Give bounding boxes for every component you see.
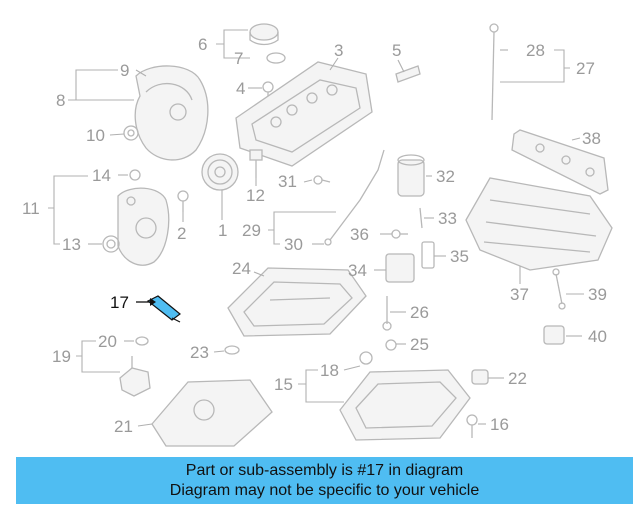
label-6: 6 [198, 35, 207, 54]
label-37: 37 [510, 285, 529, 304]
part-number-labels: 6 7 9 8 10 3 4 5 28 27 38 14 11 13 12 2 … [22, 35, 607, 436]
label-26: 26 [410, 303, 429, 322]
exploded-parts-diagram: 6 7 9 8 10 3 4 5 28 27 38 14 11 13 12 2 … [22, 23, 613, 447]
label-31: 31 [278, 172, 297, 191]
label-39: 39 [588, 285, 607, 304]
label-14: 14 [92, 166, 111, 185]
label-40: 40 [588, 327, 607, 346]
label-33: 33 [438, 209, 457, 228]
label-13: 13 [62, 235, 81, 254]
caption-line-2: Diagram may not be specific to your vehi… [169, 482, 480, 499]
label-38: 38 [582, 129, 601, 148]
label-10: 10 [86, 126, 105, 145]
label-15: 15 [274, 375, 293, 394]
label-21: 21 [114, 417, 133, 436]
label-18: 18 [320, 361, 339, 380]
label-29: 29 [242, 221, 261, 240]
label-20: 20 [98, 332, 117, 351]
label-32: 32 [436, 167, 455, 186]
label-1: 1 [218, 221, 227, 240]
label-36: 36 [350, 225, 369, 244]
label-25: 25 [410, 335, 429, 354]
leader-lines [48, 29, 584, 427]
label-27: 27 [576, 59, 595, 78]
label-4: 4 [236, 79, 245, 98]
label-16: 16 [490, 415, 509, 434]
label-23: 23 [190, 343, 209, 362]
label-8: 8 [56, 91, 65, 110]
label-12: 12 [246, 186, 265, 205]
part-illustrations [102, 23, 613, 447]
label-22: 22 [508, 369, 527, 388]
label-5: 5 [392, 41, 401, 60]
label-11: 11 [22, 199, 40, 218]
label-2: 2 [177, 224, 186, 243]
label-17[interactable]: 17 [110, 293, 129, 312]
diagram-caption-banner: Part or sub-assembly is #17 in diagram D… [16, 457, 633, 504]
label-28: 28 [526, 41, 545, 60]
label-19: 19 [52, 347, 71, 366]
label-34: 34 [348, 261, 367, 280]
label-35: 35 [450, 247, 469, 266]
label-24: 24 [232, 259, 251, 278]
caption-line-1: Part or sub-assembly is #17 in diagram [185, 462, 464, 479]
label-30: 30 [284, 235, 303, 254]
label-7: 7 [234, 49, 243, 68]
label-3: 3 [334, 41, 343, 60]
label-9: 9 [120, 61, 129, 80]
